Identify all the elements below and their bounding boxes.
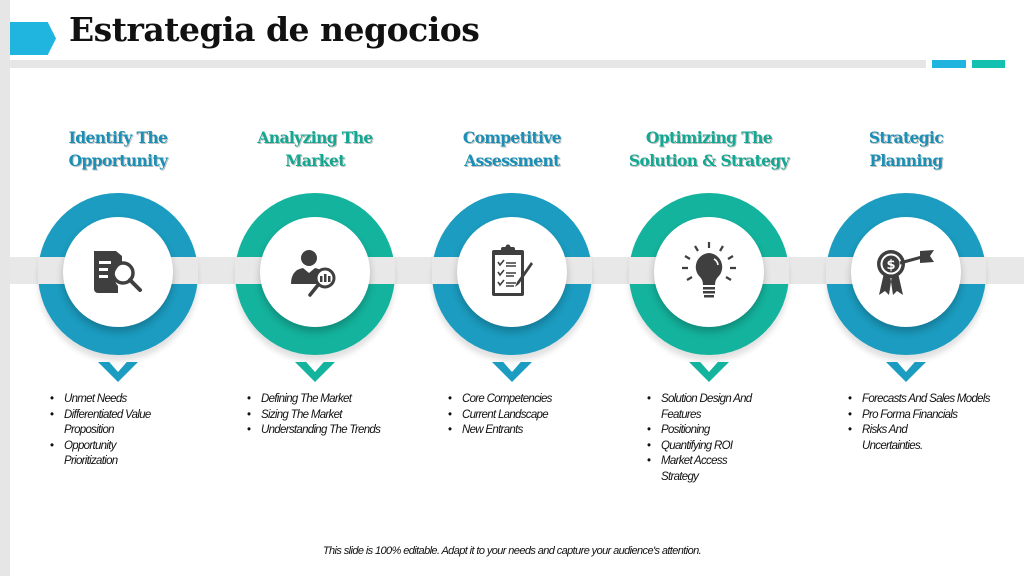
bullet-item: Risks And Uncertainties. [844, 423, 964, 454]
bullet-item: Pro Forma Financials [844, 408, 994, 424]
step-icon-circle [654, 217, 764, 327]
step-title: Strategic Planning [808, 126, 1004, 172]
step-bullets: Forecasts And Sales Models Pro Forma Fin… [844, 392, 994, 454]
bullet-item: Unmet Needs [46, 392, 196, 408]
chevron-down-icon [98, 362, 138, 382]
step-title-line1: Optimizing The [645, 128, 773, 147]
bullet-item: Market Access Strategy [643, 454, 753, 485]
bullet-item: Core Competencies [444, 392, 552, 408]
step-icon-circle [260, 217, 370, 327]
step-icon-circle: $ [851, 217, 961, 327]
chevron-down-icon [492, 362, 532, 382]
left-edge-strip [0, 0, 10, 576]
step-title: Optimizing The Solution & Strategy [611, 126, 807, 172]
dollar-target-icon: $ [876, 247, 936, 297]
step-bullets: Defining The Market Sizing The Market Un… [243, 392, 383, 439]
title-divider [10, 60, 926, 68]
clipboard-checklist-icon [489, 244, 535, 300]
step-title-line1: Identify The [68, 128, 168, 147]
step-icon-circle [63, 217, 173, 327]
bullet-item: Forecasts And Sales Models [844, 392, 994, 408]
document-search-icon [92, 249, 144, 295]
bullet-item: Defining The Market [243, 392, 383, 408]
bullet-item: Solution Design And Features [643, 392, 783, 423]
step-title-line1: Analyzing The [257, 128, 373, 147]
lightbulb-icon [681, 241, 737, 303]
step-icon-circle [457, 217, 567, 327]
step-title: Competitive Assessment [414, 126, 610, 172]
bullet-item: Opportunity Prioritization [46, 439, 166, 470]
accent-bar-teal [972, 60, 1005, 68]
step-title: Identify The Opportunity [20, 126, 216, 172]
title-arrow-marker [10, 22, 56, 55]
step-title-line2: Opportunity [68, 151, 168, 170]
bullet-item: Quantifying ROI [643, 439, 783, 455]
footer-note: This slide is 100% editable. Adapt it to… [322, 545, 702, 557]
step-title-line1: Strategic [868, 128, 944, 147]
chevron-down-icon [886, 362, 926, 382]
bullet-item: New Entrants [444, 423, 552, 439]
step-bullets: Unmet Needs Differentiated Value Proposi… [46, 392, 196, 470]
bullet-item: Positioning [643, 423, 783, 439]
bullet-item: Sizing The Market [243, 408, 383, 424]
chevron-down-icon [295, 362, 335, 382]
step-bullets: Solution Design And Features Positioning… [643, 392, 783, 485]
bullet-item: Understanding The Trends [243, 423, 383, 439]
person-magnifier-icon [289, 246, 341, 298]
step-title-line2: Solution & Strategy [628, 151, 790, 170]
svg-text:$: $ [886, 258, 895, 273]
step-title-line2: Planning [869, 151, 943, 170]
chevron-down-icon [689, 362, 729, 382]
step-title-line2: Market [285, 151, 345, 170]
step-title-line1: Competitive [462, 128, 562, 147]
step-title-line2: Assessment [464, 151, 560, 170]
step-title: Analyzing The Market [217, 126, 413, 172]
accent-bar-blue [932, 60, 966, 68]
bullet-item: Current Landscape [444, 408, 552, 424]
step-bullets: Core Competencies Current Landscape New … [444, 392, 552, 439]
bullet-item: Differentiated Value Proposition [46, 408, 196, 439]
slide-title: Estrategia de negocios [69, 10, 480, 49]
